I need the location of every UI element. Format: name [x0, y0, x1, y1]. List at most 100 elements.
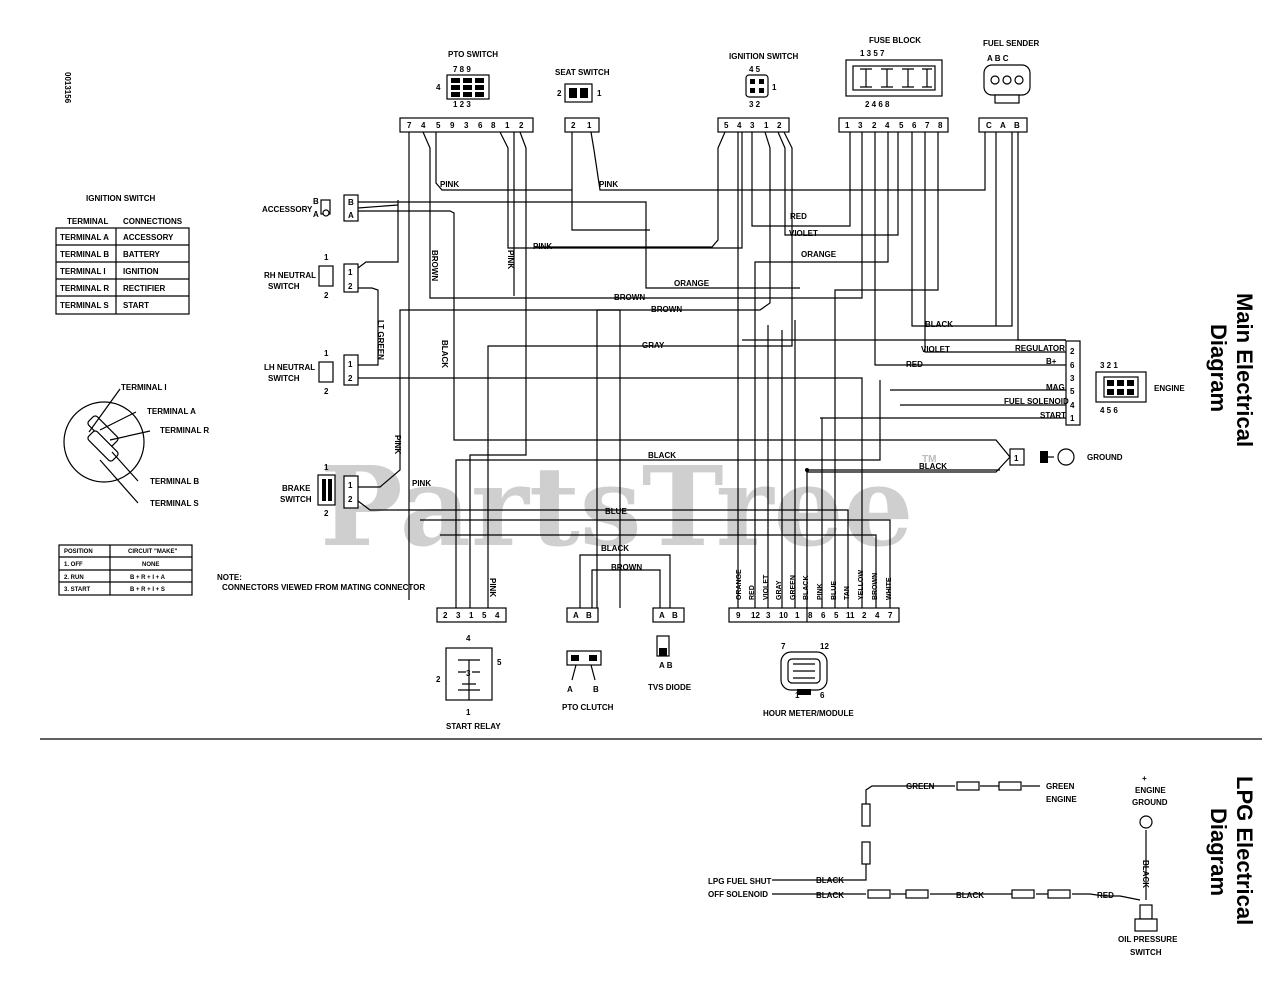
main-title: Main Electrical Diagram [1206, 293, 1257, 447]
ignition-switch-top-label: IGNITION SWITCH [729, 52, 799, 61]
svg-text:TERMINAL B: TERMINAL B [60, 250, 109, 259]
svg-text:RECTIFIER: RECTIFIER [123, 284, 165, 293]
svg-text:B: B [593, 685, 599, 694]
svg-text:A B C: A B C [987, 54, 1009, 63]
svg-text:BLACK: BLACK [816, 891, 844, 900]
svg-text:OIL PRESSURE: OIL PRESSURE [1118, 935, 1178, 944]
accessory-label: ACCESSORY [262, 205, 313, 214]
svg-text:5: 5 [436, 121, 441, 130]
pto-switch-symbol [446, 74, 490, 100]
svg-text:B: B [313, 197, 319, 206]
svg-text:3: 3 [464, 121, 469, 130]
fuse-block-label: FUSE BLOCK [869, 36, 921, 45]
svg-text:3: 3 [456, 611, 461, 620]
rh-neutral-label-1: RH NEUTRAL [264, 271, 316, 280]
svg-text:2: 2 [862, 611, 867, 620]
tvs-diode-symbol [656, 635, 670, 657]
svg-text:2: 2 [571, 121, 576, 130]
svg-text:BLACK: BLACK [925, 320, 953, 329]
start-relay-symbol [445, 647, 493, 701]
svg-text:7: 7 [888, 611, 893, 620]
svg-text:GRAY: GRAY [642, 341, 665, 350]
svg-text:2: 2 [872, 121, 877, 130]
hour-meter-symbol [780, 651, 828, 695]
ground-symbol [1009, 448, 1075, 466]
pto-switch-label: PTO SWITCH [448, 50, 498, 59]
svg-text:GREEN: GREEN [790, 575, 797, 600]
svg-text:PINK: PINK [817, 583, 824, 600]
svg-text:IGNITION: IGNITION [123, 267, 159, 276]
svg-text:4: 4 [885, 121, 890, 130]
ignition-switch-symbol [63, 388, 151, 504]
svg-text:1: 1 [1070, 414, 1075, 423]
svg-text:7: 7 [925, 121, 930, 130]
svg-text:2: 2 [777, 121, 782, 130]
svg-text:1: 1 [324, 463, 329, 472]
svg-text:B + R + I + A: B + R + I + A [130, 575, 166, 581]
lh-neutral-label-1: LH NEUTRAL [264, 363, 315, 372]
svg-text:2: 2 [519, 121, 524, 130]
svg-text:TERMINAL S: TERMINAL S [150, 499, 199, 508]
svg-text:OFF SOLENOID: OFF SOLENOID [708, 890, 768, 899]
svg-text:PINK: PINK [599, 180, 618, 189]
svg-text:12: 12 [751, 611, 760, 620]
brake-symbol [317, 474, 359, 509]
svg-text:1: 1 [772, 83, 777, 92]
svg-text:A: A [348, 211, 354, 220]
svg-text:2: 2 [324, 291, 329, 300]
svg-text:5: 5 [834, 611, 839, 620]
rh-neutral-symbol [318, 263, 359, 293]
svg-text:3: 3 [466, 669, 471, 678]
svg-text:+: + [1142, 774, 1147, 783]
svg-text:1: 1 [587, 121, 592, 130]
svg-text:2: 2 [324, 387, 329, 396]
pto-switch-bottom-pins: 1 2 3 [453, 100, 471, 109]
svg-text:1: 1 [466, 708, 471, 717]
svg-text:SWITCH: SWITCH [1130, 948, 1162, 957]
svg-text:PINK: PINK [488, 578, 497, 597]
svg-text:B: B [672, 611, 678, 620]
svg-text:7: 7 [781, 642, 786, 651]
svg-text:1: 1 [469, 611, 474, 620]
svg-text:A: A [659, 611, 665, 620]
fuel-sender-label: FUEL SENDER [983, 39, 1040, 48]
svg-text:GREEN: GREEN [906, 782, 935, 791]
svg-text:8: 8 [938, 121, 943, 130]
svg-text:PINK: PINK [393, 435, 402, 454]
svg-text:B + R + I + S: B + R + I + S [130, 587, 165, 593]
svg-text:3: 3 [1070, 374, 1075, 383]
seat-switch-label: SEAT SWITCH [555, 68, 610, 77]
lpg-wires [772, 781, 1158, 932]
seat-switch-connector: 2 1 [564, 117, 600, 133]
svg-text:5: 5 [482, 611, 487, 620]
svg-text:RED: RED [1097, 891, 1114, 900]
svg-text:B: B [1014, 121, 1020, 130]
pto-clutch-label: PTO CLUTCH [562, 703, 614, 712]
tvs-diode-connector: A B [652, 607, 685, 623]
svg-text:1: 1 [597, 89, 602, 98]
svg-text:BROWN: BROWN [614, 293, 645, 302]
svg-text:TERMINAL B: TERMINAL B [150, 477, 199, 486]
svg-text:7: 7 [407, 121, 412, 130]
lh-neutral-symbol [318, 354, 359, 386]
svg-text:6: 6 [478, 121, 483, 130]
svg-text:1 3 5 7: 1 3 5 7 [860, 49, 885, 58]
svg-text:4: 4 [466, 634, 471, 643]
svg-text:1: 1 [348, 481, 353, 490]
svg-text:4: 4 [1070, 401, 1075, 410]
fuel-sender-symbol [983, 64, 1031, 104]
svg-text:5: 5 [497, 658, 502, 667]
svg-text:10: 10 [779, 611, 788, 620]
lh-neutral-label-2: SWITCH [268, 374, 300, 383]
svg-text:B+: B+ [1046, 357, 1057, 366]
engine-signal-connector: 2 6 3 5 4 1 [1065, 340, 1081, 426]
svg-text:REGULATOR: REGULATOR [1015, 344, 1065, 353]
svg-text:4 5 6: 4 5 6 [1100, 406, 1118, 415]
svg-text:BLACK: BLACK [648, 451, 676, 460]
svg-text:ORANGE: ORANGE [736, 569, 743, 600]
svg-text:TERMINAL A: TERMINAL A [147, 407, 196, 416]
engine-symbol [1095, 371, 1147, 403]
svg-text:5: 5 [899, 121, 904, 130]
